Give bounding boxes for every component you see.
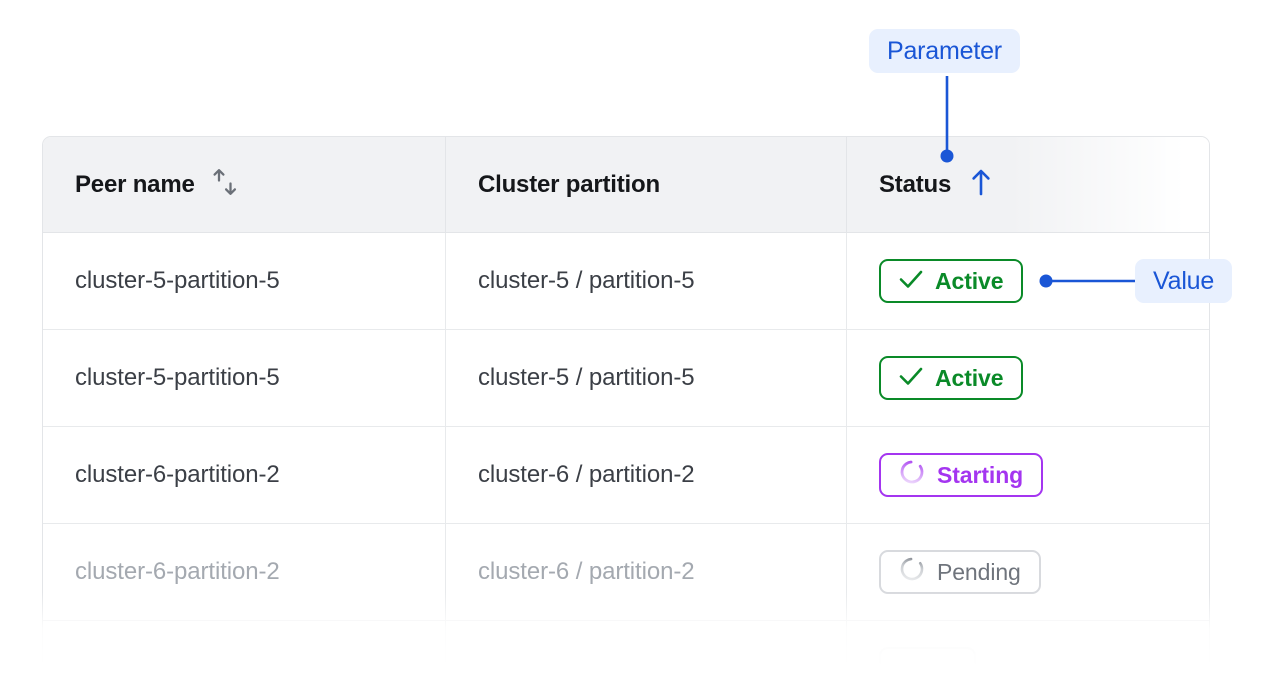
cell-peer-name: cluster-6-partition-2 <box>43 427 446 523</box>
status-badge-label: Active <box>935 267 1004 294</box>
status-badge-active: Active <box>879 259 1024 303</box>
cell-cluster-partition <box>446 621 847 688</box>
cell-peer-name: cluster-5-partition-5 <box>43 233 446 329</box>
table-row[interactable]: cluster-6-partition-2 cluster-6 / partit… <box>43 427 1209 524</box>
peer-name-text: cluster-5-partition-5 <box>75 364 280 391</box>
cell-status: Starting <box>847 427 1209 523</box>
status-badge-pending <box>879 647 976 688</box>
annotation-badge-parameter: Parameter <box>869 29 1020 73</box>
cluster-partition-text: cluster-5 / partition-5 <box>478 267 695 294</box>
cell-cluster-partition: cluster-5 / partition-5 <box>446 330 847 426</box>
table-row[interactable]: cluster-5-partition-5 cluster-5 / partit… <box>43 233 1209 330</box>
column-header-label: Status <box>879 170 952 198</box>
table-body: cluster-5-partition-5 cluster-5 / partit… <box>43 233 1209 688</box>
table-header-row: Peer name Cluster partition Status <box>43 137 1209 233</box>
cluster-partition-text: cluster-5 / partition-5 <box>478 364 695 391</box>
peer-name-text: cluster-5-partition-5 <box>75 267 280 294</box>
table-row[interactable]: cluster-5-partition-5 cluster-5 / partit… <box>43 330 1209 427</box>
cell-status: Active <box>847 233 1209 329</box>
status-badge-label: Active <box>935 364 1004 391</box>
table-row[interactable]: cluster-6-partition-2 cluster-6 / partit… <box>43 524 1209 621</box>
cell-peer-name <box>43 621 446 688</box>
peer-name-text: cluster-6-partition-2 <box>75 558 280 585</box>
annotation-badge-value: Value <box>1135 259 1233 303</box>
column-header-status[interactable]: Status <box>847 137 1209 232</box>
cell-cluster-partition: cluster-6 / partition-2 <box>446 427 847 523</box>
peers-table: Peer name Cluster partition Status <box>42 136 1210 688</box>
column-header-label: Peer name <box>75 170 195 198</box>
cell-status: Active <box>847 330 1209 426</box>
status-badge-label: Pending <box>937 558 1021 585</box>
status-badge-pending: Pending <box>879 550 1041 594</box>
peer-name-text: cluster-6-partition-2 <box>75 461 280 488</box>
status-badge-label: Starting <box>937 461 1024 488</box>
sort-updown-icon[interactable] <box>211 167 239 202</box>
cell-status: Pending <box>847 524 1209 620</box>
column-header-label: Cluster partition <box>478 170 660 198</box>
spinner-icon <box>899 556 925 588</box>
column-header-peer-name[interactable]: Peer name <box>43 137 446 232</box>
cell-status <box>847 621 1209 688</box>
cell-cluster-partition: cluster-5 / partition-5 <box>446 233 847 329</box>
check-icon <box>899 365 923 392</box>
table-row[interactable] <box>43 621 1209 688</box>
check-icon <box>899 268 923 295</box>
column-header-cluster-partition[interactable]: Cluster partition <box>446 137 847 232</box>
status-badge-active: Active <box>879 356 1024 400</box>
cell-peer-name: cluster-6-partition-2 <box>43 524 446 620</box>
sort-up-icon[interactable] <box>967 167 995 202</box>
spinner-icon <box>899 459 925 491</box>
cell-cluster-partition: cluster-6 / partition-2 <box>446 524 847 620</box>
cluster-partition-text: cluster-6 / partition-2 <box>478 558 695 585</box>
status-badge-starting: Starting <box>879 453 1044 497</box>
cell-peer-name: cluster-5-partition-5 <box>43 330 446 426</box>
table-scroll-container[interactable]: Peer name Cluster partition Status <box>42 136 1210 688</box>
cluster-partition-text: cluster-6 / partition-2 <box>478 461 695 488</box>
